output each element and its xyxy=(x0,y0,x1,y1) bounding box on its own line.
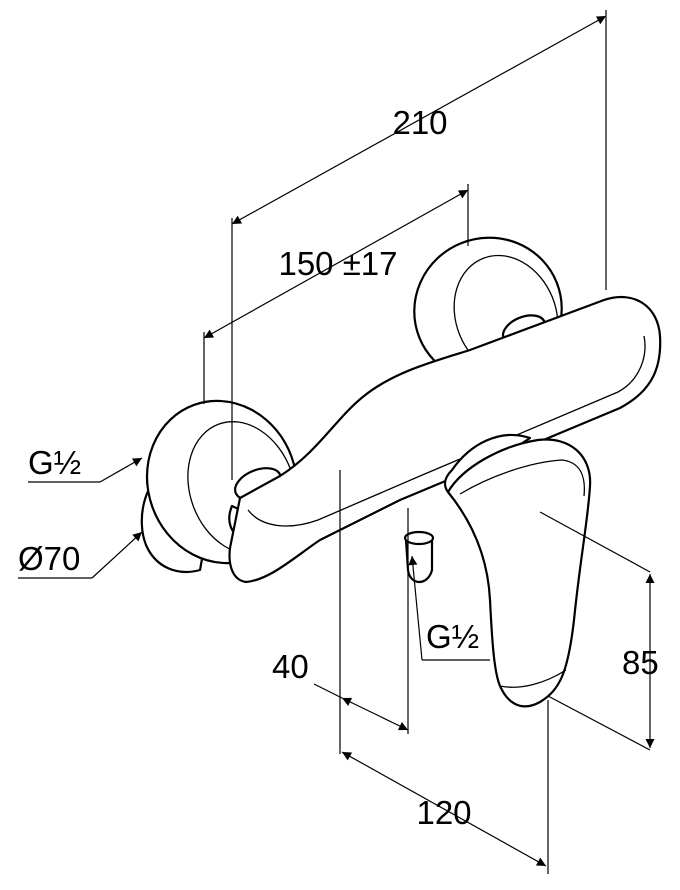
dim-210-line xyxy=(231,15,607,225)
label-210: 210 xyxy=(392,104,447,141)
label-diameter: Ø70 xyxy=(18,540,80,577)
dim-120-line xyxy=(341,751,547,867)
dim-150-line xyxy=(203,189,469,339)
outlet-nipple xyxy=(403,530,435,584)
label-thread-left: G½ xyxy=(28,444,81,481)
label-40: 40 xyxy=(272,648,309,685)
mixer-body xyxy=(228,295,662,584)
dimension-lines xyxy=(18,10,655,874)
dim-40-line xyxy=(341,697,409,731)
dim-85-ext-top xyxy=(539,511,651,573)
faucet-body-drawing xyxy=(140,236,662,708)
label-120: 120 xyxy=(416,794,471,831)
thread-left-arrow xyxy=(99,457,143,483)
label-150: 150 ±17 xyxy=(278,245,397,282)
dim-85-ext-bottom xyxy=(547,695,651,751)
lever-handle xyxy=(443,433,592,708)
diameter-arrow xyxy=(91,531,143,579)
left-escutcheon xyxy=(140,399,299,574)
label-thread-outlet: G½ xyxy=(426,618,479,655)
dim-40-leader xyxy=(313,683,343,699)
thread-outlet-arrow xyxy=(408,555,423,661)
dimension-labels: 210 150 ±17 G½ Ø70 G½ 40 120 85 xyxy=(18,104,659,831)
label-85: 85 xyxy=(622,644,659,681)
